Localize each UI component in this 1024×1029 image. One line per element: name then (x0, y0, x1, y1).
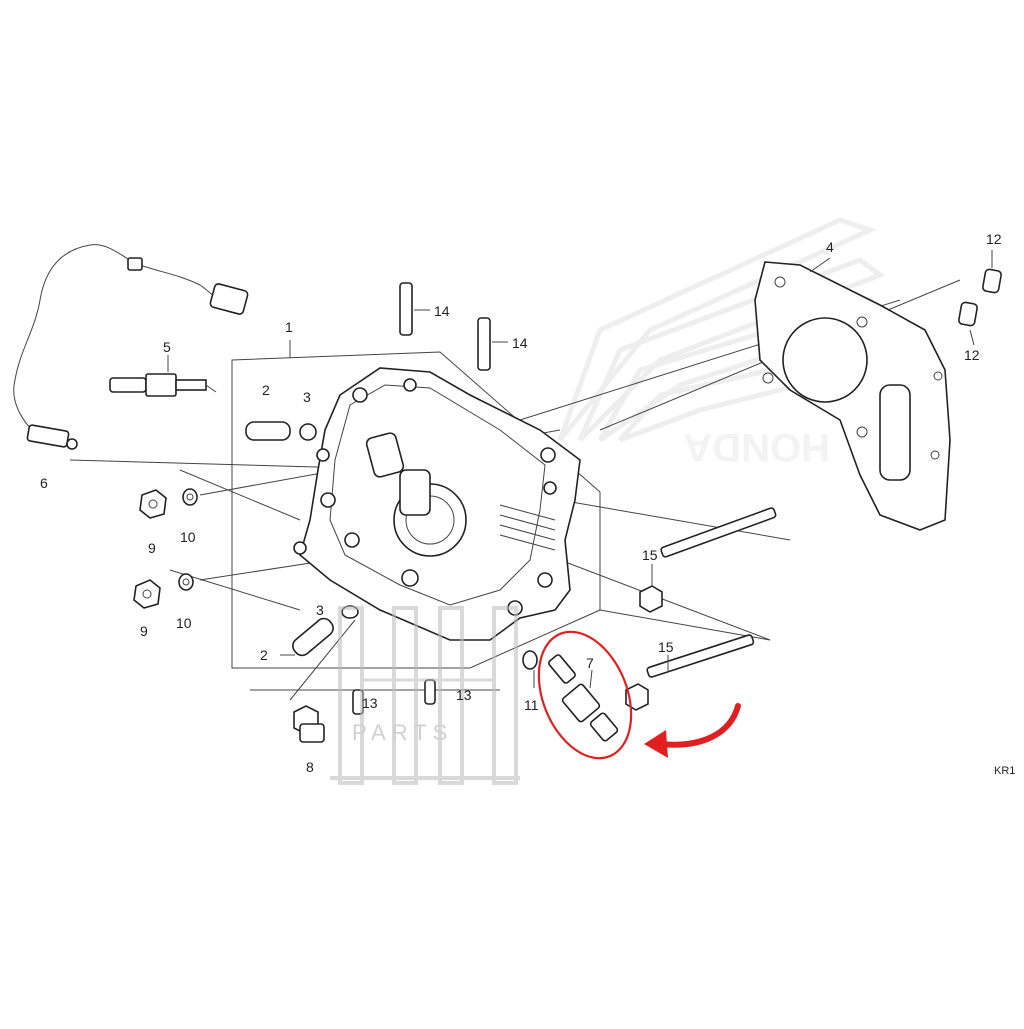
honda-wing-watermark: HONDA (557, 217, 886, 469)
callout-labels: 1 2 3 4 5 6 7 8 9 9 10 10 11 12 12 13 13… (40, 231, 1015, 777)
callout-6: 6 (40, 475, 48, 491)
bolt-upper-part-15 (639, 507, 777, 613)
washer-upper-part-10 (182, 488, 198, 506)
shop-logo-text: PARTS (352, 720, 453, 745)
sealing-washer-part-11 (522, 650, 538, 688)
callout-3-lower: 3 (316, 602, 324, 618)
callout-11: 11 (524, 697, 539, 713)
temperature-sensor-part-7 (548, 654, 619, 742)
spark-plug-part-5 (109, 355, 217, 397)
callout-3-upper: 3 (303, 389, 311, 405)
bolt-part-8 (293, 705, 325, 743)
oxygen-sensor-part-6 (13, 244, 249, 450)
callout-9-lower: 9 (140, 623, 148, 639)
callout-10-upper: 10 (180, 529, 196, 545)
curved-arrow-icon (644, 703, 741, 758)
diagram-code: KR1 (994, 765, 1015, 777)
cylinder-head-part-1 (293, 367, 581, 641)
nut-lower-part-9 (133, 579, 161, 609)
washer-lower-part-10 (178, 573, 194, 591)
callout-15-lower: 15 (658, 639, 674, 655)
callout-10-lower: 10 (176, 615, 192, 631)
callout-1: 1 (285, 319, 293, 335)
callout-13-right: 13 (456, 687, 472, 703)
shop-logo-watermark: PARTS (330, 606, 520, 785)
honda-watermark-text: HONDA (683, 425, 830, 469)
dowel-pin-lower-part-2 (292, 617, 334, 657)
callout-14-right: 14 (512, 335, 528, 351)
stud-right-part-13 (424, 679, 436, 705)
callout-5: 5 (163, 339, 171, 355)
callout-4: 4 (826, 239, 834, 255)
head-gasket-part-4 (754, 257, 951, 531)
dowel-pin-upper-part-2 (245, 421, 291, 441)
dowel-lower-part-12 (958, 301, 978, 346)
callout-2-upper: 2 (262, 382, 270, 398)
callout-13-left: 13 (362, 695, 378, 711)
stud-left-part-14 (399, 282, 430, 336)
callout-8: 8 (306, 759, 314, 775)
highlight-circle (537, 630, 633, 760)
bolt-lower-part-15 (625, 634, 755, 711)
callout-12-lower: 12 (964, 347, 980, 363)
nut-upper-part-9 (139, 489, 167, 519)
callout-2-lower: 2 (260, 647, 268, 663)
dowel-upper-part-12 (982, 250, 1002, 294)
stud-right-part-14 (477, 317, 508, 371)
callout-14-left: 14 (434, 303, 450, 319)
callout-12-upper: 12 (986, 231, 1002, 247)
callout-7: 7 (586, 655, 594, 671)
callout-15-upper: 15 (642, 547, 658, 563)
o-ring-upper-part-3 (299, 423, 317, 441)
callout-9-upper: 9 (148, 540, 156, 556)
